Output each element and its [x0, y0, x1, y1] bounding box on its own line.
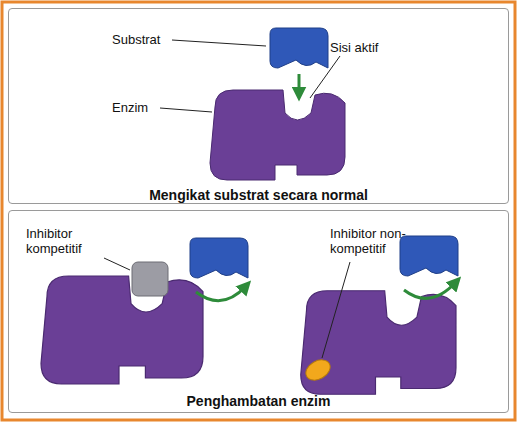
part-label: Sisi aktif [330, 40, 378, 55]
leader-line [322, 262, 350, 358]
competitive-inhibitor [132, 262, 168, 296]
enzyme [41, 276, 203, 384]
part-label: Inhibitor kompetitif [26, 226, 106, 256]
substrate [190, 238, 248, 278]
arrow [196, 286, 246, 301]
enzyme [301, 291, 456, 395]
substrate [400, 236, 458, 276]
leader-line [104, 258, 130, 270]
enzyme [210, 90, 345, 180]
part-label: Inhibitor non-kompetitif [330, 226, 410, 256]
panel-caption: Mengikat substrat secara normal [9, 187, 508, 203]
part-label: Enzim [112, 100, 148, 115]
leader-line [172, 40, 266, 46]
panel: Penghambatan enzim [8, 210, 509, 413]
panel: Mengikat substrat secara normal [8, 8, 509, 204]
part-label: Substrat [112, 32, 160, 47]
substrate [270, 28, 328, 68]
leader-line [160, 108, 212, 112]
panel-caption: Penghambatan enzim [9, 393, 508, 409]
leader-line [310, 56, 340, 98]
arrow [298, 74, 301, 94]
noncompetitive-inhibitor [302, 356, 334, 385]
arrow [404, 282, 456, 298]
